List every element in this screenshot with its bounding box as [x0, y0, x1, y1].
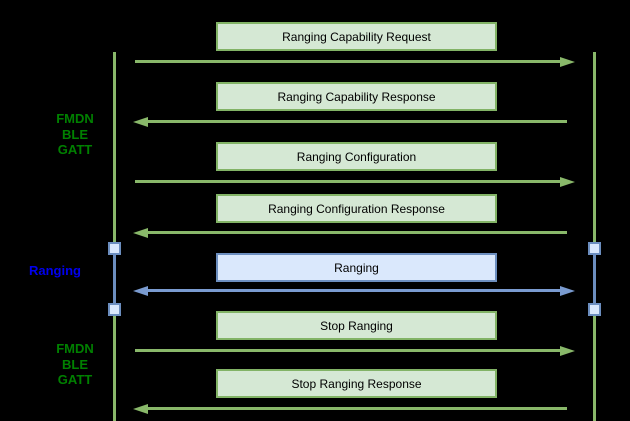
- message-label: Ranging Capability Request: [282, 29, 431, 44]
- message-label: Stop Ranging Response: [291, 376, 422, 391]
- activation-node-right-top: [588, 242, 601, 255]
- message-label: Stop Ranging: [320, 318, 393, 333]
- arrow-line: [146, 289, 562, 292]
- arrowhead-right-icon: [560, 177, 575, 187]
- message-box: Stop Ranging: [216, 311, 497, 340]
- message-box: Ranging Capability Request: [216, 22, 497, 51]
- arrow-left-icon: [133, 228, 575, 238]
- arrowhead-right-icon: [560, 346, 575, 356]
- arrow-line: [135, 180, 562, 183]
- message-box: Ranging Capability Response: [216, 82, 497, 111]
- message-box: Stop Ranging Response: [216, 369, 497, 398]
- arrow-bidirectional-icon: [133, 286, 575, 296]
- message-label: Ranging Configuration: [296, 149, 417, 164]
- message-label: Ranging Capability Response: [277, 89, 436, 104]
- arrow-line: [135, 60, 562, 63]
- arrow-line: [135, 349, 562, 352]
- activation-node-left-bottom: [108, 303, 121, 316]
- arrow-line: [146, 120, 567, 123]
- activation-node-left-top: [108, 242, 121, 255]
- arrow-right-icon: [133, 346, 575, 356]
- activation-node-right-bottom: [588, 303, 601, 316]
- phase-label-ranging: Ranging: [29, 263, 81, 278]
- phase-label-fmdn-ble-gatt-top: FMDN BLE GATT: [56, 111, 94, 157]
- activation-bar-right: [593, 248, 596, 310]
- lifeline-right: [593, 52, 596, 421]
- arrowhead-left-icon: [133, 404, 148, 414]
- phase-label-fmdn-ble-gatt-bottom: FMDN BLE GATT: [56, 341, 94, 387]
- message-label: Ranging: [334, 260, 379, 275]
- arrowhead-left-icon: [133, 228, 148, 238]
- arrow-line: [146, 231, 567, 234]
- message-box: Ranging Configuration: [216, 142, 497, 171]
- arrowhead-left-icon: [133, 117, 148, 127]
- arrowhead-left-icon: [133, 286, 148, 296]
- activation-bar-left: [113, 248, 116, 310]
- arrowhead-right-icon: [560, 57, 575, 67]
- arrow-left-icon: [133, 404, 575, 414]
- arrow-line: [146, 407, 567, 410]
- message-box: Ranging Configuration Response: [216, 194, 497, 223]
- arrowhead-right-icon: [560, 286, 575, 296]
- arrow-right-icon: [133, 177, 575, 187]
- arrow-right-icon: [133, 57, 575, 67]
- arrow-left-icon: [133, 117, 575, 127]
- message-box: Ranging: [216, 253, 497, 282]
- message-label: Ranging Configuration Response: [268, 201, 445, 216]
- lifeline-left: [113, 52, 116, 421]
